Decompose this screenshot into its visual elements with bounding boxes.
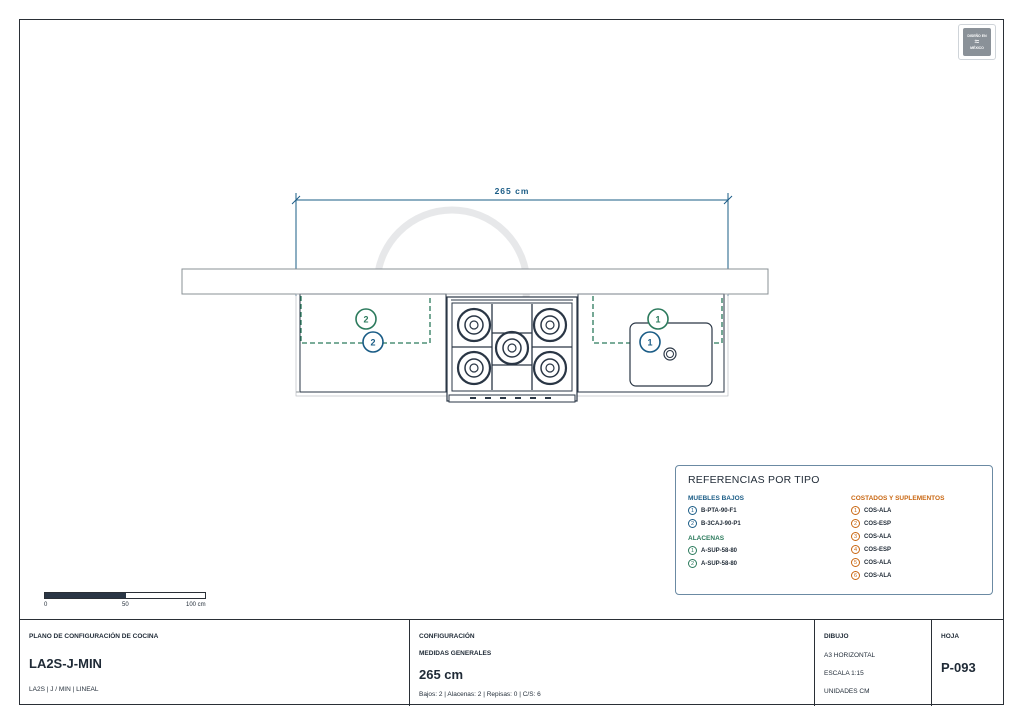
plan-label: PLANO DE CONFIGURACIÓN DE COCINA (29, 633, 159, 640)
title-block-hoja: HOJA P-093 (932, 620, 1004, 706)
svg-text:2: 2 (370, 338, 375, 348)
wall-shelf (181, 268, 769, 295)
badge-line1: DISEÑO EN (967, 33, 987, 38)
svg-text:1: 1 (647, 338, 652, 348)
legend-section-bajos: MUEBLES BAJOS (688, 495, 744, 502)
title-block: PLANO DE CONFIGURACIÓN DE COCINA LA2S-J-… (19, 619, 1004, 706)
dibujo-scale: ESCALA 1:15 (824, 670, 864, 677)
made-in-mexico-badge: DISEÑO EN ≈ MÉXICO (958, 24, 996, 60)
title-block-plan: PLANO DE CONFIGURACIÓN DE COCINA LA2S-J-… (19, 620, 410, 706)
marker-alacena-right: 1 (647, 308, 669, 330)
legend-title: REFERENCIAS POR TIPO (688, 474, 820, 486)
counts-summary: Bajos: 2 | Alacenas: 2 | Repisas: 0 | C/… (419, 691, 541, 698)
badge-line2: MÉXICO (970, 46, 984, 50)
marker-alacena-left: 2 (355, 308, 377, 330)
stove (446, 296, 578, 403)
title-block-config: CONFIGURACIÓN MEDIDAS GENERALES 265 cm B… (410, 620, 815, 706)
legend-section-costados: COSTADOS Y SUPLEMENTOS (851, 495, 945, 502)
scale-label-100: 100 cm (186, 602, 206, 608)
dibujo-format: A3 HORIZONTAL (824, 652, 876, 659)
dibujo-label: DIBUJO (824, 633, 849, 640)
sink (629, 322, 713, 387)
svg-text:1: 1 (655, 315, 660, 325)
model-code: LA2S-J-MIN (29, 656, 102, 671)
marker-bajo-right: 1 (639, 331, 661, 353)
config-label: CONFIGURACIÓN (419, 633, 475, 640)
legend-section-alacenas: ALACENAS (688, 535, 725, 542)
wave-icon: ≈ (974, 37, 980, 46)
model-description: LA2S | J / MIN | LINEAL (29, 686, 99, 693)
medidas-label: MEDIDAS GENERALES (419, 650, 492, 657)
hoja-label: HOJA (941, 633, 960, 640)
scale-label-0: 0 (44, 602, 48, 608)
marker-bajo-left: 2 (362, 331, 384, 353)
title-block-dibujo: DIBUJO A3 HORIZONTAL ESCALA 1:15 UNIDADE… (815, 620, 932, 706)
svg-text:2: 2 (363, 315, 368, 325)
medida-value: 265 cm (419, 667, 464, 682)
hoja-value: P-093 (941, 660, 976, 675)
dimension-label: 265 cm (495, 186, 530, 196)
scale-label-50: 50 (122, 602, 129, 608)
drawing-frame (19, 19, 1004, 705)
dibujo-units: UNIDADES CM (824, 688, 870, 695)
